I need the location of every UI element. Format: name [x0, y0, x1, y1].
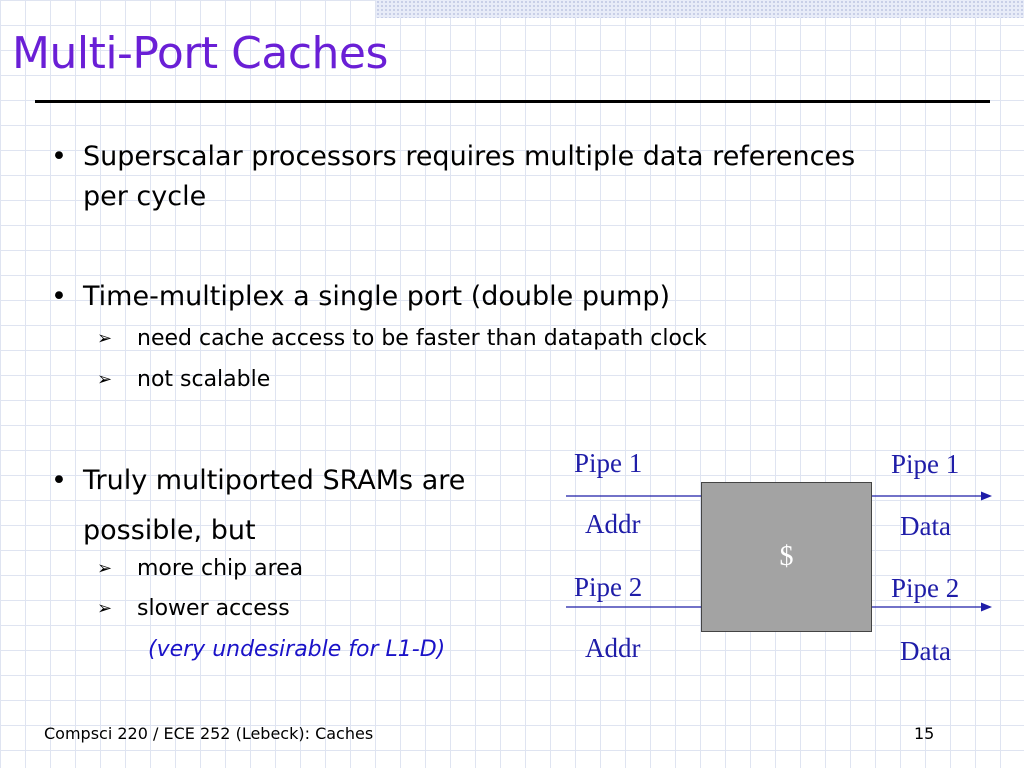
title-underline — [35, 100, 990, 103]
right-pipe2-label: Pipe 2 — [891, 573, 960, 603]
bullet-1: • Superscalar processors requires multip… — [51, 137, 856, 217]
cache-block: $ — [701, 482, 872, 632]
left-pipe2-label: Pipe 2 — [574, 572, 643, 602]
right-data1-label: Data — [900, 511, 951, 541]
header-pattern — [376, 0, 1024, 18]
right-pipe1-label: Pipe 1 — [891, 449, 960, 479]
arrow-bullet-icon: ➢ — [97, 558, 113, 579]
sub-bullet-text: slower access — [137, 596, 290, 621]
bullet-3-line-1: Truly multiported SRAMs are — [83, 465, 466, 496]
bullet-3: • Truly multiported SRAMs are possible, … — [51, 456, 466, 556]
sub-bullet-text: need cache access to be faster than data… — [137, 326, 707, 351]
cache-label: $ — [779, 541, 794, 572]
arrow-right-icon — [981, 602, 992, 612]
sub-bullet: ➢ not scalable — [97, 366, 271, 394]
arrow-right-icon — [981, 491, 992, 501]
arrow-bullet-icon: ➢ — [97, 598, 113, 619]
footer-course: Compsci 220 / ECE 252 (Lebeck): Caches — [44, 724, 374, 743]
arrow-bullet-icon: ➢ — [97, 369, 113, 390]
bullet-dot-icon: • — [51, 141, 67, 172]
note-text: (very undesirable for L1-D) — [148, 637, 446, 662]
arrow-bullet-icon: ➢ — [97, 328, 113, 349]
bullet-1-line-1: Superscalar processors requires multiple… — [83, 141, 856, 172]
sub-bullet-text: not scalable — [137, 367, 271, 392]
left-pipe1-label: Pipe 1 — [574, 448, 643, 478]
left-addr2-label: Addr — [585, 633, 641, 663]
bullet-1-line-2: per cycle — [83, 181, 207, 212]
bullet-dot-icon: • — [51, 465, 67, 496]
sub-bullet: ➢ slower access — [97, 595, 290, 623]
sub-bullet: ➢ more chip area — [97, 555, 304, 583]
slide-title: Multi-Port Caches — [12, 28, 388, 79]
page-number: 15 — [914, 724, 935, 743]
sub-bullet-text: more chip area — [137, 556, 304, 581]
sub-bullet: ➢ need cache access to be faster than da… — [97, 325, 707, 353]
bullet-3-line-2: possible, but — [83, 515, 256, 546]
left-addr1-label: Addr — [585, 509, 641, 539]
bullet-2-text: Time-multiplex a single port (double pum… — [83, 281, 671, 312]
bullet-2: • Time-multiplex a single port (double p… — [51, 277, 671, 317]
right-data2-label: Data — [900, 636, 951, 666]
bullet-dot-icon: • — [51, 281, 67, 312]
